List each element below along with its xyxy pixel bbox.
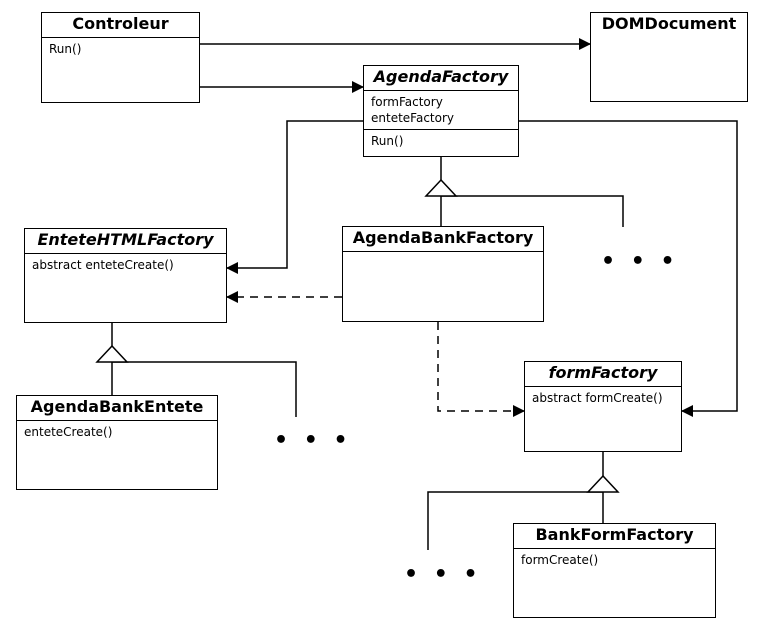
class-name: EnteteHTMLFactory <box>25 229 226 254</box>
gen-branch-entete-other <box>112 361 297 417</box>
dep-agendabank-formfactory <box>437 322 525 417</box>
method: enteteCreate() <box>24 425 113 439</box>
gen-triangle-formfactory <box>586 474 620 493</box>
class-name: BankFormFactory <box>514 524 715 549</box>
assoc-agendafactory-formfactory <box>518 120 738 417</box>
methods-section: Run() <box>364 130 518 152</box>
method: formCreate() <box>521 553 599 567</box>
ellipsis-agendafactory-subclasses: • • • <box>601 249 679 274</box>
class-entetehtmlfactory: EnteteHTMLFactory abstract enteteCreate(… <box>24 228 227 323</box>
methods-section: formCreate() <box>514 549 715 571</box>
attribute: formFactory <box>371 95 443 109</box>
class-name: AgendaBankEntete <box>17 396 217 421</box>
class-agendafactory: AgendaFactory formFactory enteteFactory … <box>363 65 519 157</box>
attributes-section: formFactory enteteFactory <box>364 91 518 130</box>
methods-section: abstract enteteCreate() <box>25 254 226 276</box>
ellipsis-formfactory-subclasses: • • • <box>404 562 482 587</box>
method: abstract enteteCreate() <box>32 258 174 272</box>
class-name: Controleur <box>42 13 199 38</box>
gen-triangle-entete <box>95 344 129 363</box>
assoc-agendafactory-entete <box>226 120 363 274</box>
gen-triangle-agendafactory <box>424 178 458 197</box>
gen-branch-agendafactory-other <box>441 195 624 227</box>
methods-section: Run() <box>42 38 199 60</box>
method: abstract formCreate() <box>532 391 663 405</box>
class-bankformfactory: BankFormFactory formCreate() <box>513 523 716 618</box>
class-controleur: Controleur Run() <box>41 12 200 103</box>
class-name: formFactory <box>525 362 681 387</box>
method: Run() <box>49 42 82 56</box>
ellipsis-entete-subclasses: • • • <box>274 428 352 453</box>
class-name: AgendaFactory <box>364 66 518 91</box>
class-name: AgendaBankFactory <box>343 227 543 252</box>
methods-section: enteteCreate() <box>17 421 217 443</box>
class-name: DOMDocument <box>601 14 737 33</box>
class-agendabankfactory: AgendaBankFactory <box>342 226 544 322</box>
class-domdocument: DOMDocument <box>590 12 748 102</box>
method: Run() <box>371 134 404 148</box>
class-agendabankentete: AgendaBankEntete enteteCreate() <box>16 395 218 490</box>
class-formfactory: formFactory abstract formCreate() <box>524 361 682 452</box>
gen-branch-formfactory-other <box>427 491 603 550</box>
attribute: enteteFactory <box>371 111 454 125</box>
methods-section: abstract formCreate() <box>525 387 681 409</box>
